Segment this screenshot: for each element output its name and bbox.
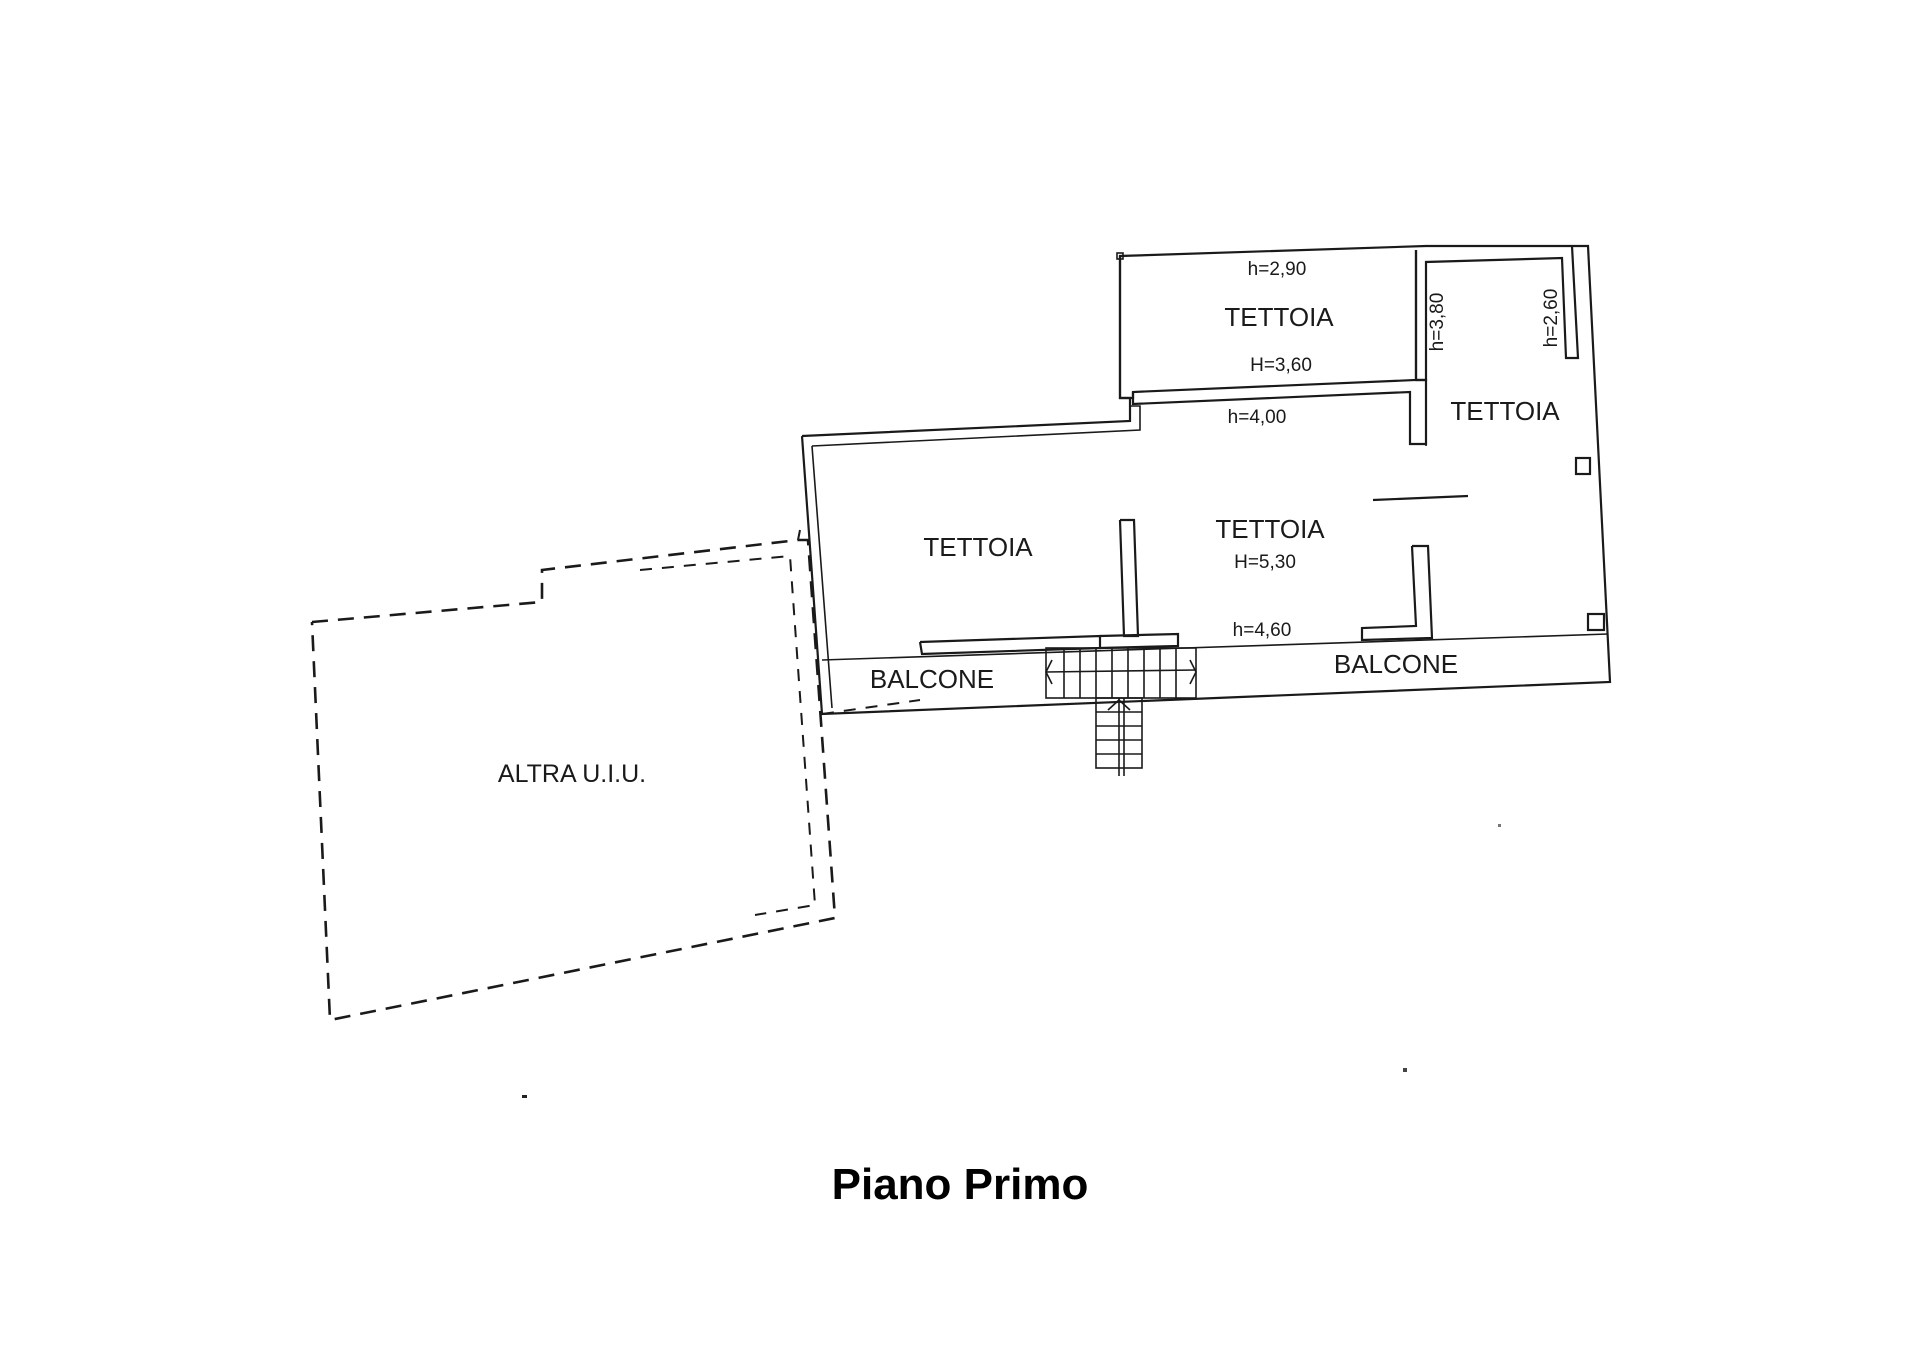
label-tettoia-left: TETTOIA	[923, 532, 1033, 562]
stray-mark	[522, 1095, 527, 1098]
staircase	[1045, 647, 1197, 776]
label-H-top: H=3,60	[1250, 355, 1312, 376]
label-tettoia-right: TETTOIA	[1450, 396, 1560, 426]
label-altra-uiu: ALTRA U.I.U.	[498, 760, 646, 788]
label-balcone-right: BALCONE	[1334, 649, 1458, 679]
stray-mark	[1403, 1068, 1407, 1072]
label-h-center-bottom: h=4,60	[1233, 620, 1292, 641]
label-h-left-mid: h=4,00	[1228, 407, 1287, 428]
label-h-top: h=2,90	[1248, 259, 1307, 280]
label-balcone-left: BALCONE	[870, 664, 994, 694]
label-h-right-b: h=2,60	[1541, 289, 1562, 348]
label-tettoia-center: TETTOIA	[1215, 514, 1325, 544]
label-H-center: H=5,30	[1234, 552, 1296, 573]
label-tettoia-top: TETTOIA	[1224, 302, 1334, 332]
floor-title: Piano Primo	[831, 1160, 1089, 1209]
stray-mark	[1498, 824, 1501, 827]
label-h-right-a: h=3,80	[1427, 293, 1448, 352]
altra-uiu-outline	[310, 529, 837, 1022]
building-outline	[800, 244, 1612, 716]
